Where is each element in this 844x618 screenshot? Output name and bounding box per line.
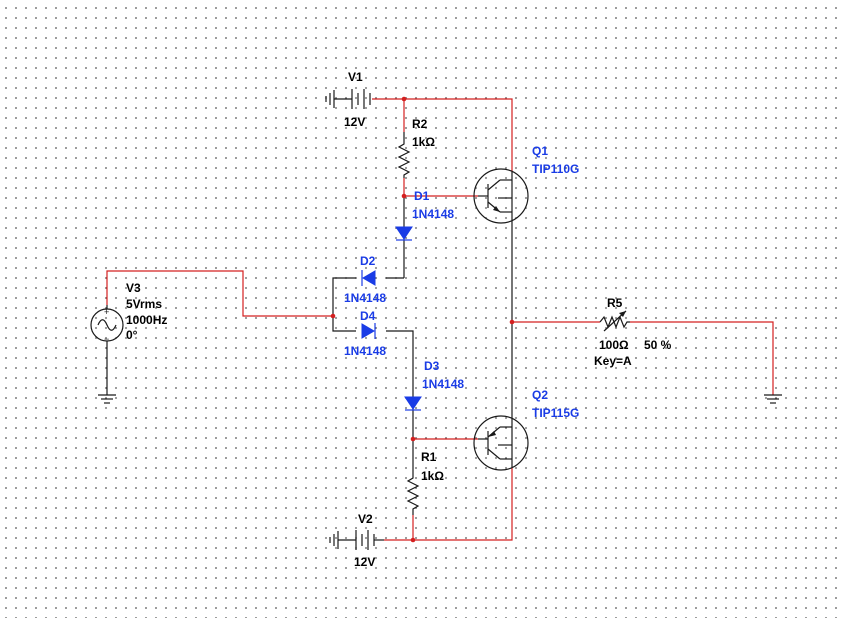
- q1-ref-label: Q1: [532, 144, 548, 158]
- wire-r5-ground[interactable]: [630, 321, 774, 395]
- d3-model-label: 1N4148: [422, 377, 464, 391]
- d2-diode[interactable]: D2 1N4148: [344, 254, 386, 305]
- wire-v1-collector-q1[interactable]: [372, 98, 513, 172]
- d4-d3-lead: [386, 330, 414, 439]
- q2-transistor[interactable]: Q2 TIP115G: [473, 388, 579, 471]
- q1-model-label: TIP110G: [532, 162, 579, 176]
- r2-resistor[interactable]: R2 1kΩ: [397, 117, 435, 178]
- d2-diode-icon: [362, 270, 376, 286]
- d2-model-label: 1N4148: [344, 291, 386, 305]
- r2-ref-label: R2: [412, 117, 428, 131]
- d3-diode-icon: [404, 396, 422, 410]
- v1-value-label: 12V: [344, 115, 365, 129]
- junction-v2: [410, 537, 416, 543]
- d1-ref-label: D1: [414, 189, 430, 203]
- v3-ref-label: V3: [126, 281, 141, 295]
- q1-transistor-icon: [473, 168, 529, 224]
- v2-ref-label: V2: [358, 512, 373, 526]
- d4-diode[interactable]: D4 1N4148: [344, 309, 386, 358]
- r5-value-label: 100Ω: [599, 338, 629, 352]
- d2-d4-lead: [332, 277, 356, 332]
- q2-model-label: TIP115G: [532, 406, 579, 420]
- r5-ground-icon: [764, 394, 782, 404]
- r1-value-label: 1kΩ: [421, 469, 444, 483]
- q2-ref-label: Q2: [532, 388, 548, 402]
- v3-phase-label: 0°: [126, 328, 138, 342]
- v2-ground-icon: [329, 531, 339, 549]
- wire-v2-collector-q2[interactable]: [384, 468, 513, 541]
- svg-text:+: +: [104, 307, 109, 317]
- d1-model-label: 1N4148: [412, 207, 454, 221]
- v1-ref-label: V1: [348, 70, 363, 84]
- v3-ground-icon: [98, 394, 116, 404]
- d4-ref-label: D4: [360, 309, 376, 323]
- d2-ref-label: D2: [360, 254, 376, 268]
- v1-battery[interactable]: V1 12V: [325, 70, 371, 129]
- r2-value-label: 1kΩ: [412, 135, 435, 149]
- r1-ref-label: R1: [421, 450, 437, 464]
- junction-d1-q1: [401, 193, 407, 199]
- wires: [106, 98, 774, 541]
- d3-diode[interactable]: D3 1N4148: [404, 359, 464, 411]
- junction-v1: [401, 96, 407, 102]
- d3-ref-label: D3: [424, 359, 440, 373]
- v3-ac-source[interactable]: + − V3 5Vrms 1000Hz 0°: [90, 281, 167, 404]
- q1-transistor[interactable]: Q1 TIP110G: [473, 144, 579, 224]
- v2-value-label: 12V: [354, 555, 375, 569]
- wire-v3-input[interactable]: [106, 270, 333, 317]
- r5-key-label: Key=A: [594, 354, 632, 368]
- v2-battery[interactable]: V2 12V: [329, 512, 384, 569]
- r5-potentiometer[interactable]: R5 100Ω 50 % Key=A: [594, 296, 782, 404]
- d1-diode-icon: [395, 226, 413, 240]
- v3-amplitude-label: 5Vrms: [126, 297, 162, 311]
- v3-frequency-label: 1000Hz: [126, 313, 167, 327]
- d4-diode-icon: [361, 323, 375, 339]
- junction-input: [330, 313, 336, 319]
- junction-output: [509, 319, 515, 325]
- r1-resistor[interactable]: R1 1kΩ: [406, 450, 444, 515]
- r5-ref-label: R5: [607, 296, 623, 310]
- junction-d3-q2: [410, 436, 416, 442]
- r5-setting-label: 50 %: [644, 338, 672, 352]
- junctions: [330, 96, 515, 543]
- d1-diode[interactable]: D1 1N4148: [395, 189, 454, 241]
- q2-transistor-icon: [473, 415, 529, 471]
- d4-model-label: 1N4148: [344, 344, 386, 358]
- svg-text:−: −: [104, 334, 109, 344]
- v1-ground-icon: [325, 90, 335, 108]
